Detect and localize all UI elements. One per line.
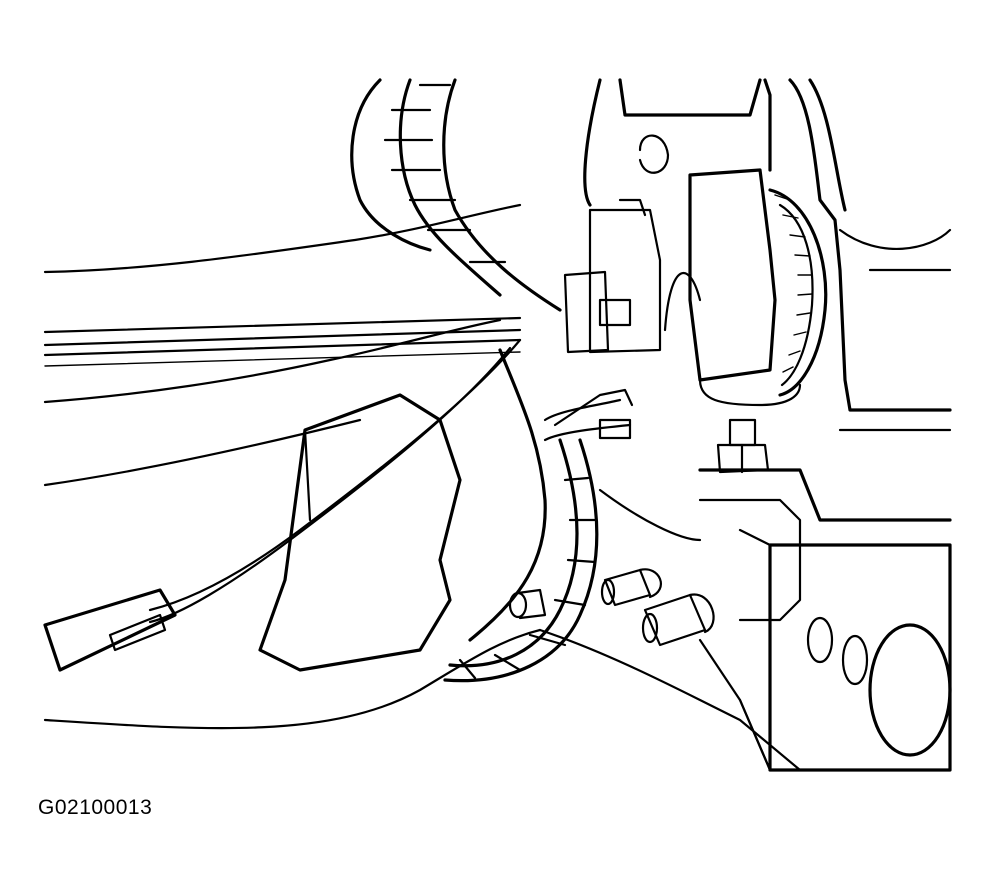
cable-tie (543, 388, 634, 442)
cover-plate (258, 393, 462, 672)
floor-outline (43, 628, 542, 730)
pigtail-wire (148, 338, 522, 624)
fitting-lower (641, 593, 715, 647)
pigtail-connector (43, 588, 177, 672)
reluctor-ring (768, 188, 828, 397)
engine-block-lower (468, 348, 952, 642)
long-rod (43, 316, 522, 367)
small-bolt-left (508, 588, 547, 620)
body-panel-bottom-line (43, 418, 362, 487)
mounting-bracket (583, 78, 802, 407)
bolt-nut (716, 418, 770, 474)
body-panel-upper-outline (43, 203, 522, 274)
lower-body-line (538, 628, 802, 772)
wire-harness-upper (350, 78, 562, 312)
fitting-upper (600, 568, 662, 607)
figure-id-label: G02100013 (38, 796, 153, 819)
sensor-connector (563, 198, 662, 354)
wire-harness-lower (443, 438, 599, 683)
plate-with-holes (698, 528, 952, 772)
frame-right (763, 78, 952, 432)
